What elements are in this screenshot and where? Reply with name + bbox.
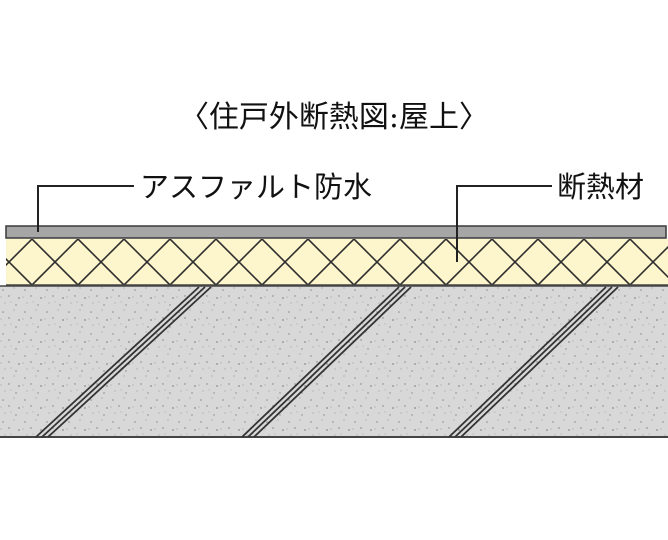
- concrete-hatch-line: [454, 286, 613, 438]
- concrete-hatch: [35, 286, 619, 438]
- insulation-label: 断熱材: [557, 170, 644, 204]
- insulation-layer: [6, 239, 668, 285]
- crosshatch-line: [261, 239, 309, 285]
- crosshatch-line: [6, 257, 33, 285]
- insulation-leader-line: [456, 185, 552, 262]
- crosshatch-line: [353, 239, 401, 285]
- concrete-hatch-line: [47, 286, 212, 438]
- concrete-hatch-line: [41, 286, 206, 438]
- crosshatch-line: [77, 239, 125, 285]
- concrete-hatch-line: [35, 286, 200, 438]
- crosshatch-line: [169, 239, 217, 285]
- waterproofing-layer: [5, 225, 667, 239]
- concrete-hatch-line: [448, 286, 607, 438]
- insulation-crosshatch: [6, 239, 668, 285]
- concrete-hatch-line: [241, 286, 400, 438]
- waterproofing-leader-line: [37, 185, 134, 232]
- crosshatch-line: [215, 239, 263, 285]
- concrete-hatch-line: [460, 286, 619, 438]
- crosshatch-line: [583, 239, 631, 285]
- crosshatch-line: [399, 239, 447, 285]
- diagram-title: 〈住戸外断熱図:屋上〉: [179, 100, 489, 135]
- concrete-hatch-line: [247, 286, 406, 438]
- crosshatch-line: [491, 239, 539, 285]
- crosshatch-line: [445, 239, 493, 285]
- crosshatch-line: [123, 239, 171, 285]
- waterproofing-label: アスファルト防水: [140, 170, 372, 204]
- crosshatch-line: [537, 239, 585, 285]
- concrete-hatch-line: [253, 286, 412, 438]
- crosshatch-line: [629, 239, 668, 279]
- crosshatch-line: [31, 239, 79, 285]
- crosshatch-line: [307, 239, 355, 285]
